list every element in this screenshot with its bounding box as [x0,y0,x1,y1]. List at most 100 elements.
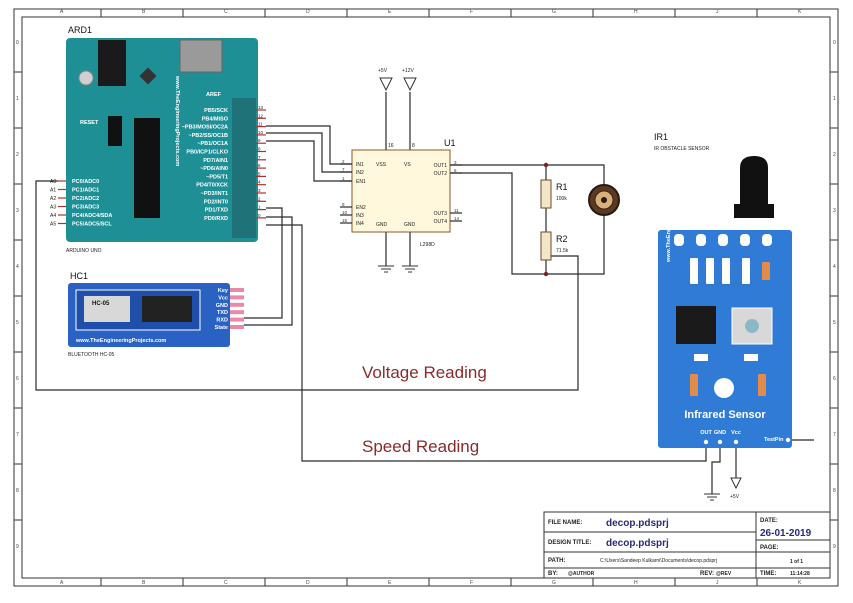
driver-gnd-1: GND [376,222,388,228]
frame-row-label: 8 [833,488,836,494]
tb-time: 11:14:28 [790,571,810,577]
speed-reading-label: Speed Reading [362,437,479,456]
frame-col-label: A [60,9,64,15]
ir-pin[interactable] [733,439,739,445]
frame-row-label: 5 [16,320,19,326]
frame-col-label: H [634,580,638,586]
frame-col-label: K [798,580,802,586]
frame-row-label: 3 [833,208,836,214]
bt-pin[interactable] [230,288,244,292]
wire-in2 [266,132,352,173]
bt-pin[interactable] [230,302,244,307]
ir-pin[interactable] [717,439,723,445]
ir-testpin-label: TestPin [764,437,784,443]
driver-vs-num: 8 [412,143,415,149]
digital-pin-label: PB0/ICP1/CLKO [186,150,228,156]
frame-row-label: 1 [833,96,836,102]
bt-pin[interactable] [230,310,244,315]
frame-col-label: C [224,9,228,15]
wire-bt-rxd [244,216,293,326]
tb-time-label: TIME: [760,571,776,577]
tb-file-name-label: FILE NAME: [548,520,582,526]
reset-button[interactable] [78,70,94,86]
bt-module-label: HC-05 [92,301,110,307]
driver-input-num: 9 [342,202,345,207]
dc-motor[interactable] [588,184,620,216]
resistor-r2[interactable]: R2 71.5k [540,231,569,261]
frame-col-label: H [634,9,638,15]
frame-row-label: 4 [833,264,836,270]
r2-ref: R2 [556,234,568,244]
ir-vcc-arrow [730,477,742,490]
frame-inner [21,16,831,579]
ir-title: Infrared Sensor [684,409,766,421]
resistor-r1[interactable]: R1 100k [540,179,568,209]
analog-pin-name: A2 [50,196,56,202]
frame-col-label: B [142,580,146,586]
arduino-uno[interactable]: ARD1 www.TheEngineeringProjects.com AREF… [50,25,266,254]
supply-12v-label: +12V [402,68,414,74]
analog-pin-name: A3 [50,205,56,211]
ir-mount-tab [696,234,706,246]
frame-row-label: 0 [833,40,836,46]
driver-ref: U1 [444,138,456,148]
frame-col-label: B [142,9,146,15]
bt-pin[interactable] [230,325,244,329]
digital-pin-label: ~PB1/OC1A [197,141,228,147]
tb-design-title-label: DESIGN TITLE: [548,540,591,546]
bluetooth-module[interactable]: HC1 HC-05 www.TheEngineeringProjects.com… [68,271,244,358]
frame-row-label: 3 [16,208,19,214]
r1-value: 100k [556,196,567,202]
digital-pin-label: ~PD5/T1 [206,174,228,180]
digital-pin-number: 7 [258,155,261,160]
wire-in1 [266,125,352,165]
analog-pin-labels: PC0/ADC0PC1/ADC1PC2/ADC2PC3/ADC3PC4/ADC4… [72,179,112,228]
frame-row-label: 1 [16,96,19,102]
bt-pin-label: Vcc [218,295,228,301]
usb-connector [179,39,223,73]
supply-5v-label: +5V [378,68,388,74]
ir-testpin[interactable] [785,437,791,443]
digital-header [232,98,256,238]
bt-pin[interactable] [230,317,244,322]
bt-pin[interactable] [230,295,244,300]
motor-shaft [601,197,607,203]
atmega-chip [134,118,160,218]
bt-pin-label: TXD [217,310,228,316]
driver-output-num: 3 [454,160,457,165]
digital-pin-label: ~PB2/SS/OC1B [188,133,228,139]
ir-sensor[interactable]: IR1 IR OBSTACLE SENSOR www.TheEngineerin… [654,132,792,501]
driver-vss: VSS [376,162,387,168]
frame-row-label: 7 [16,432,19,438]
bt-pin-label: Key [218,288,229,294]
driver-output-label: OUT1 [434,163,448,169]
bt-pin-label: GND [216,303,228,309]
driver-output-num: 14 [454,216,460,221]
frame-row-label: 9 [833,544,836,550]
frame-col-label: D [306,580,310,586]
driver-body [351,149,451,233]
analog-pin-label: PC2/ADC2 [72,196,99,202]
frame-row-label: 7 [833,432,836,438]
digital-pin-number: 2 [258,196,261,201]
motor-driver[interactable]: U1 +5V +12V VSS VS 16 8 GND GND IN12IN27… [340,68,462,273]
ir-mount-tab [762,234,772,246]
digital-pin-label: ~PB3/MOSI/OC2A [182,125,228,131]
bt-caption: BLUETOOTH HC-05 [68,352,115,358]
junction-out2 [543,271,549,277]
digital-pin-label: PD2/INT0 [204,199,228,205]
bt-pin-label: RXD [216,318,228,324]
frame-col-label: F [470,9,473,15]
arrow-12v [403,77,417,92]
arduino-caption: ARDUINO UNO [66,248,102,254]
digital-pin-label: PD1/TXD [205,208,228,214]
title-block-frame [543,511,831,579]
ir-pin[interactable] [703,439,709,445]
driver-vss-num: 16 [388,143,394,149]
